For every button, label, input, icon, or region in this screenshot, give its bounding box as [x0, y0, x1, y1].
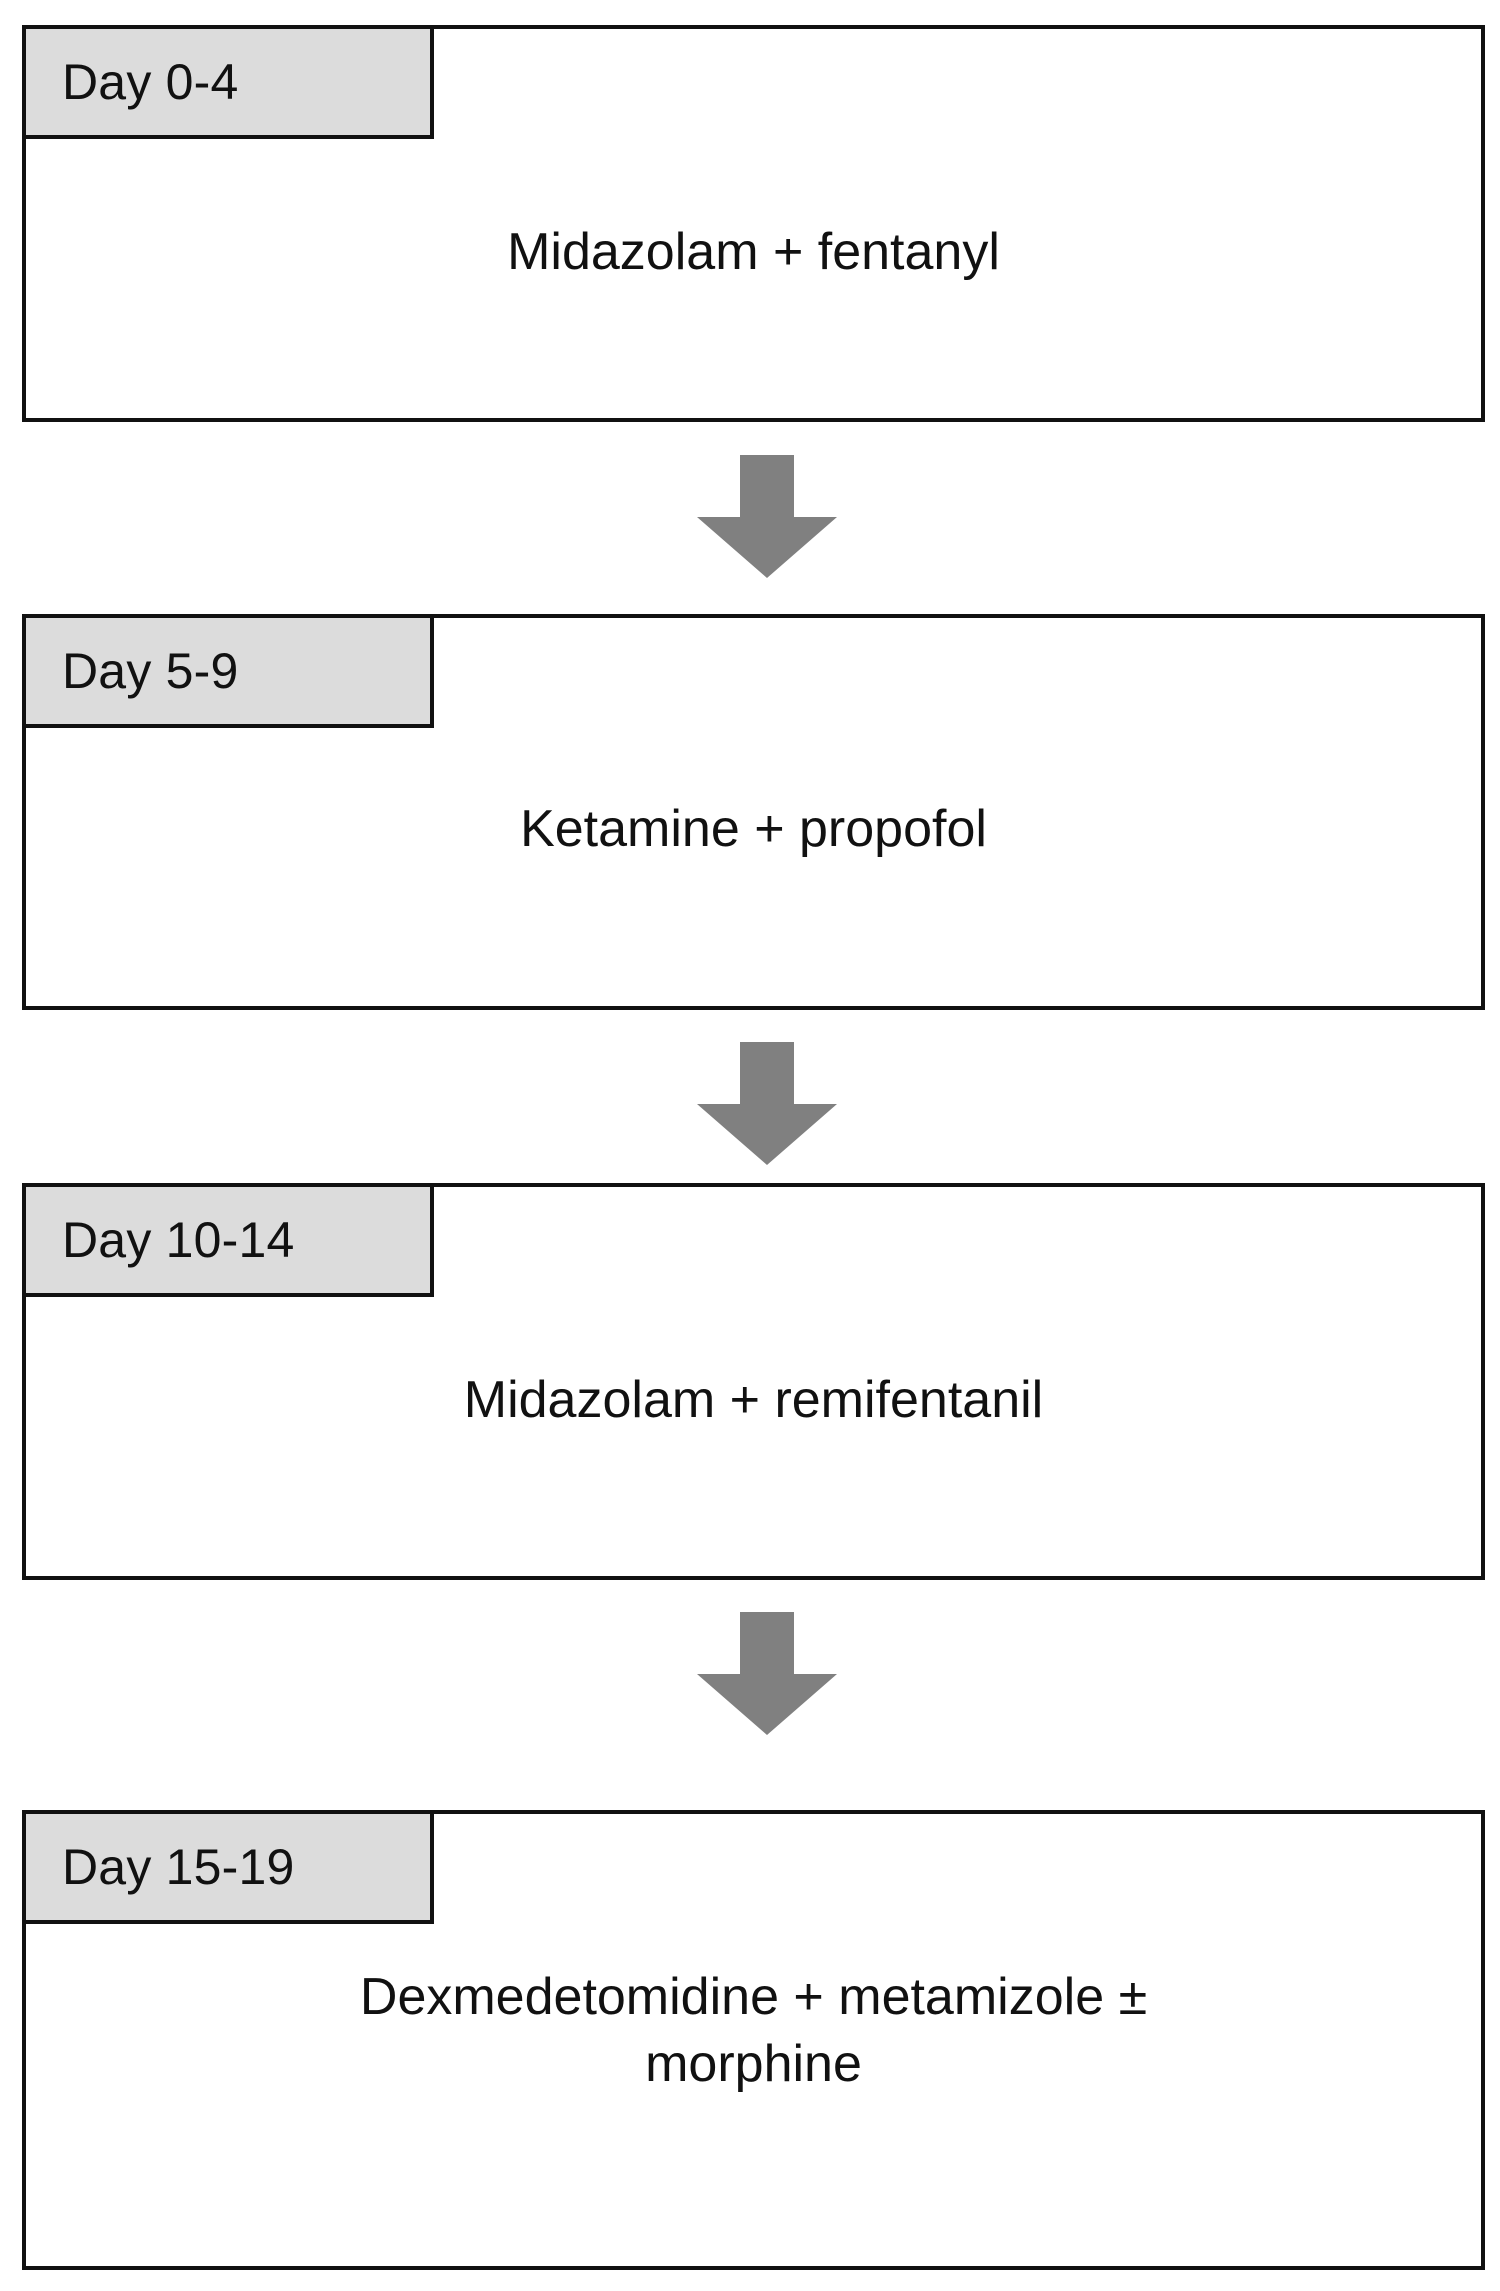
day-range-label-2: Day 5-9 — [62, 643, 239, 699]
day-range-tab-1: Day 0-4 — [22, 25, 434, 139]
regimen-text-3: Midazolam + remifentanil — [463, 1371, 1044, 1429]
arrow-down-icon-3 — [697, 1612, 837, 1735]
regimen-text-4: Dexmedetomidine + metamizole ± morphine — [359, 1968, 1148, 2093]
regimen-text-2: Ketamine + propofol — [520, 800, 987, 858]
day-range-label-3: Day 10-14 — [62, 1212, 295, 1268]
flow-step-1: Day 0-4 Midazolam + fentanyl — [22, 25, 1485, 422]
day-range-label-1: Day 0-4 — [62, 54, 239, 110]
flow-step-2: Day 5-9 Ketamine + propofol — [22, 614, 1485, 1010]
flow-step-3: Day 10-14 Midazolam + remifentanil — [22, 1183, 1485, 1580]
arrow-down-icon-2 — [697, 1042, 837, 1165]
arrow-down-icon-1 — [697, 455, 837, 578]
day-range-tab-3: Day 10-14 — [22, 1183, 434, 1297]
day-range-tab-2: Day 5-9 — [22, 614, 434, 728]
flow-step-4: Day 15-19 Dexmedetomidine + metamizole ±… — [22, 1810, 1485, 2270]
day-range-label-4: Day 15-19 — [62, 1839, 295, 1895]
day-range-tab-4: Day 15-19 — [22, 1810, 434, 1924]
regimen-text-1: Midazolam + fentanyl — [507, 223, 1000, 281]
